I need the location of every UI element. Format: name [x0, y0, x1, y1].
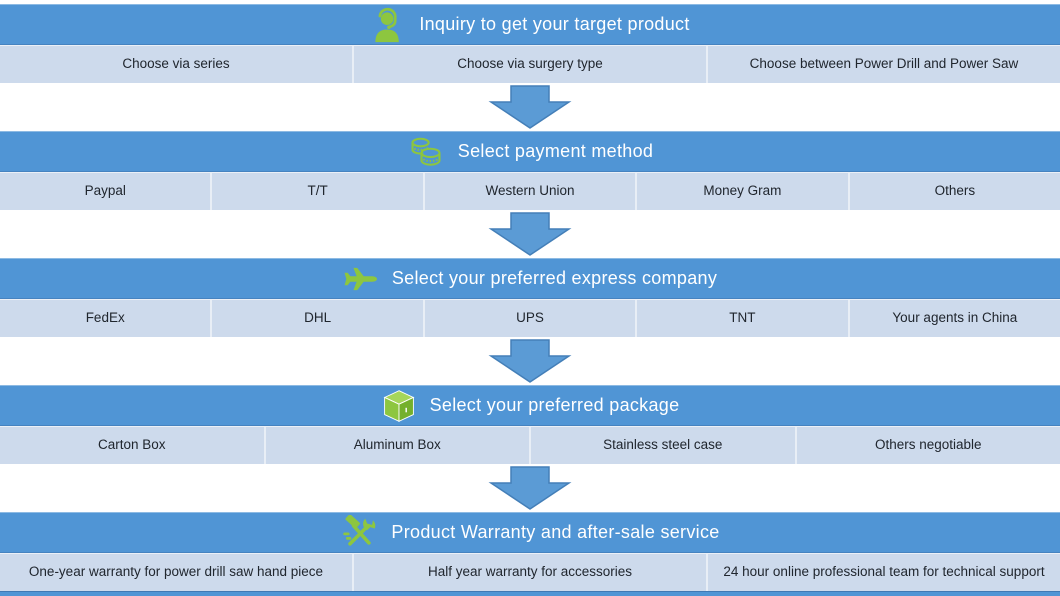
down-arrow-icon	[488, 85, 572, 129]
option-cell: Half year warranty for accessories	[352, 554, 706, 591]
option-cell: UPS	[422, 300, 635, 337]
step-title: Select your preferred express company	[391, 268, 718, 288]
down-arrow-icon	[488, 212, 572, 256]
flow-connector	[0, 464, 1060, 512]
step-options-payment: Paypal T/T Western Union Money Gram Othe…	[0, 172, 1060, 210]
down-arrow-icon	[488, 466, 572, 510]
option-cell: 24 hour online professional team for tec…	[706, 554, 1060, 591]
step-options-warranty: One-year warranty for power drill saw ha…	[0, 553, 1060, 591]
option-cell: Your agents in China	[847, 300, 1060, 337]
option-cell: Aluminum Box	[263, 427, 530, 464]
step-title: Select payment method	[457, 141, 654, 161]
option-cell: Choose via surgery type	[352, 46, 706, 83]
flow-connector	[0, 83, 1060, 131]
step-title: Inquiry to get your target product	[419, 14, 690, 34]
step-header-express: Select your preferred express company	[0, 258, 1060, 299]
step-title: Select your preferred package	[429, 395, 680, 415]
option-cell: Stainless steel case	[529, 427, 795, 464]
package-icon	[381, 388, 417, 424]
option-cell: One-year warranty for power drill saw ha…	[28, 564, 324, 580]
option-cell: Western Union	[422, 173, 635, 210]
option-cell: Choose via series	[122, 56, 230, 72]
option-cell: Others	[847, 173, 1060, 210]
step-options-package: Carton Box Aluminum Box Stainless steel …	[0, 426, 1060, 464]
flow-connector	[0, 210, 1060, 258]
flow-connector	[0, 337, 1060, 385]
coins-icon	[407, 134, 445, 170]
step-header-package: Select your preferred package	[0, 385, 1060, 426]
step-header-payment: Select payment method	[0, 131, 1060, 172]
option-cell: Choose between Power Drill and Power Saw	[706, 46, 1060, 83]
step-options-inquiry: Choose via series Choose via surgery typ…	[0, 45, 1060, 83]
option-cell: Others negotiable	[794, 427, 1060, 464]
option-cell: DHL	[210, 300, 422, 337]
option-cell: FedEx	[85, 310, 125, 326]
step-title: Product Warranty and after-sale service	[391, 522, 720, 542]
cropped-next-bar	[0, 591, 1060, 596]
airplane-icon	[343, 263, 379, 295]
option-cell: Money Gram	[635, 173, 847, 210]
step-header-inquiry: Inquiry to get your target product	[0, 4, 1060, 45]
tools-icon	[340, 514, 378, 551]
step-header-warranty: Product Warranty and after-sale service	[0, 512, 1060, 553]
option-cell: TNT	[635, 300, 847, 337]
option-cell: Paypal	[84, 183, 126, 199]
headset-person-icon	[370, 7, 406, 43]
down-arrow-icon	[488, 339, 572, 383]
step-options-express: FedEx DHL UPS TNT Your agents in China	[0, 299, 1060, 337]
option-cell: T/T	[210, 173, 422, 210]
option-cell: Carton Box	[97, 437, 166, 453]
